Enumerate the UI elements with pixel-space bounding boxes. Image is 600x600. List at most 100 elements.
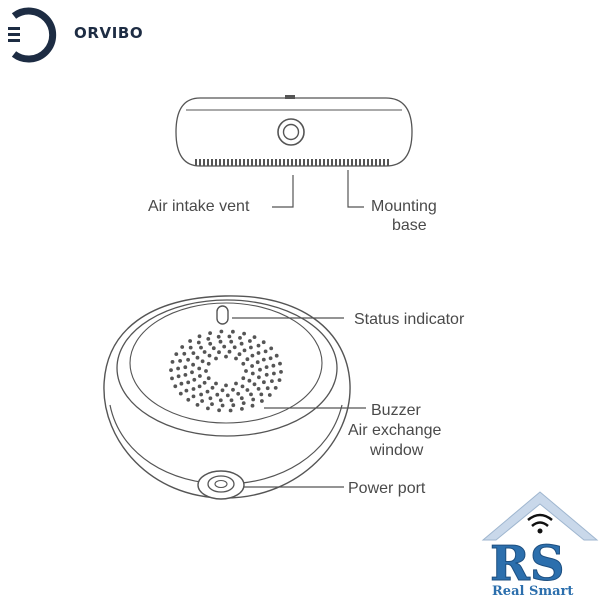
buzzer-hole (250, 353, 255, 358)
buzzer-hole (216, 334, 221, 339)
buzzer-hole (249, 392, 253, 397)
buzzer-hole (214, 381, 218, 386)
buzzer-hole (228, 408, 233, 413)
real-smart-caption: Real Smart (492, 584, 574, 599)
buzzer-hole (170, 360, 175, 364)
buzzer-hole (178, 391, 183, 396)
buzzer-hole (261, 340, 266, 345)
buzzer-hole (239, 396, 244, 401)
buzzer-label: Buzzer (371, 402, 421, 419)
buzzer-hole (211, 346, 216, 351)
buzzer-hole (206, 361, 211, 366)
house-wifi-icon (481, 491, 599, 541)
buzzer-hole (197, 366, 202, 371)
buzzer-hole (237, 352, 242, 357)
buzzer-hole (256, 343, 261, 348)
side-view-device (175, 95, 413, 167)
buzzer-hole (236, 391, 241, 396)
buzzer-hole (259, 392, 264, 397)
buzzer-hole (240, 384, 245, 389)
buzzer-hole (217, 350, 221, 355)
buzzer-hole (234, 381, 238, 386)
buzzer-hole (198, 374, 202, 378)
buzzer-hole (220, 403, 225, 408)
buzzer-hole (261, 357, 266, 362)
buzzer-hole (218, 398, 223, 403)
buzzer-hole (240, 407, 244, 411)
buzzer-hole (251, 397, 256, 402)
buzzer-hole (184, 388, 189, 393)
buzzer-hole (188, 345, 193, 350)
buzzer-hole (176, 374, 181, 379)
buzzer-hole (170, 376, 174, 381)
buzzer-hole (218, 339, 223, 344)
buzzer-hole (190, 370, 194, 375)
buzzer-hole (206, 376, 211, 381)
buzzer-hole (268, 356, 273, 361)
buzzer-hole (174, 352, 179, 356)
buzzer-hole (234, 356, 238, 361)
buzzer-hole (191, 362, 196, 367)
buzzer-hole (224, 383, 228, 388)
buzzer-hole (227, 334, 232, 339)
buzzer-dot-grid (169, 329, 283, 413)
buzzer-hole (256, 351, 261, 355)
buzzer-hole (224, 354, 228, 359)
mounting-base-leader (347, 170, 364, 208)
buzzer-hole (257, 375, 261, 380)
buzzer-hole (256, 387, 261, 391)
rs-logo-icon: RS (490, 536, 566, 586)
buzzer-hole (271, 363, 276, 368)
buzzer-hole (182, 351, 187, 356)
buzzer-hole (215, 392, 220, 397)
buzzer-hole (241, 401, 246, 405)
power-port-label: Power port (348, 480, 426, 497)
buzzer-hole (195, 403, 200, 407)
buzzer-hole (217, 408, 222, 413)
buzzer-hole (278, 361, 282, 366)
buzzer-hole (199, 392, 204, 397)
buzzer-hole (176, 366, 181, 371)
buzzer-hole (247, 378, 252, 383)
buzzer-hole (231, 387, 235, 392)
orvibo-logo-icon (8, 7, 57, 63)
air-intake-vent-stripes (195, 159, 389, 166)
front-view-device (103, 295, 351, 500)
side-port-ring (277, 118, 305, 146)
buzzer-hole (231, 403, 236, 408)
air-intake-vent-leader (272, 175, 294, 208)
buzzer-hole (219, 329, 224, 334)
power-port-outer (197, 470, 245, 500)
buzzer-hole (248, 339, 252, 343)
buzzer-hole (199, 345, 203, 350)
buzzer-hole (258, 367, 262, 372)
buzzer-hole (183, 373, 188, 377)
buzzer-hole (265, 386, 270, 391)
buzzer-hole (249, 345, 253, 350)
buzzer-hole (270, 379, 274, 383)
buzzer-hole (205, 389, 210, 394)
mounting-base-label-line1: Mounting (371, 198, 437, 215)
buzzer-hole (244, 369, 248, 373)
buzzer-hole (186, 380, 191, 385)
buzzer-hole (202, 380, 207, 385)
buzzer-hole (200, 399, 205, 403)
buzzer-hole (232, 345, 237, 350)
buzzer-hole (241, 361, 246, 366)
buzzer-hole (200, 359, 205, 364)
buzzer-hole (191, 394, 196, 399)
buzzer-hole (183, 365, 188, 370)
brand-name: ORVIBO (74, 24, 144, 42)
buzzer-hole (274, 353, 279, 358)
buzzer-hole (173, 384, 178, 389)
status-indicator-label: Status indicator (354, 311, 465, 328)
buzzer-hole (242, 348, 247, 353)
buzzer-hole (210, 402, 214, 406)
buzzer-hole (277, 378, 282, 382)
buzzer-hole (238, 336, 242, 340)
buzzer-hole (242, 331, 247, 336)
buzzer-hole (260, 399, 264, 403)
status-indicator-light (216, 305, 229, 325)
